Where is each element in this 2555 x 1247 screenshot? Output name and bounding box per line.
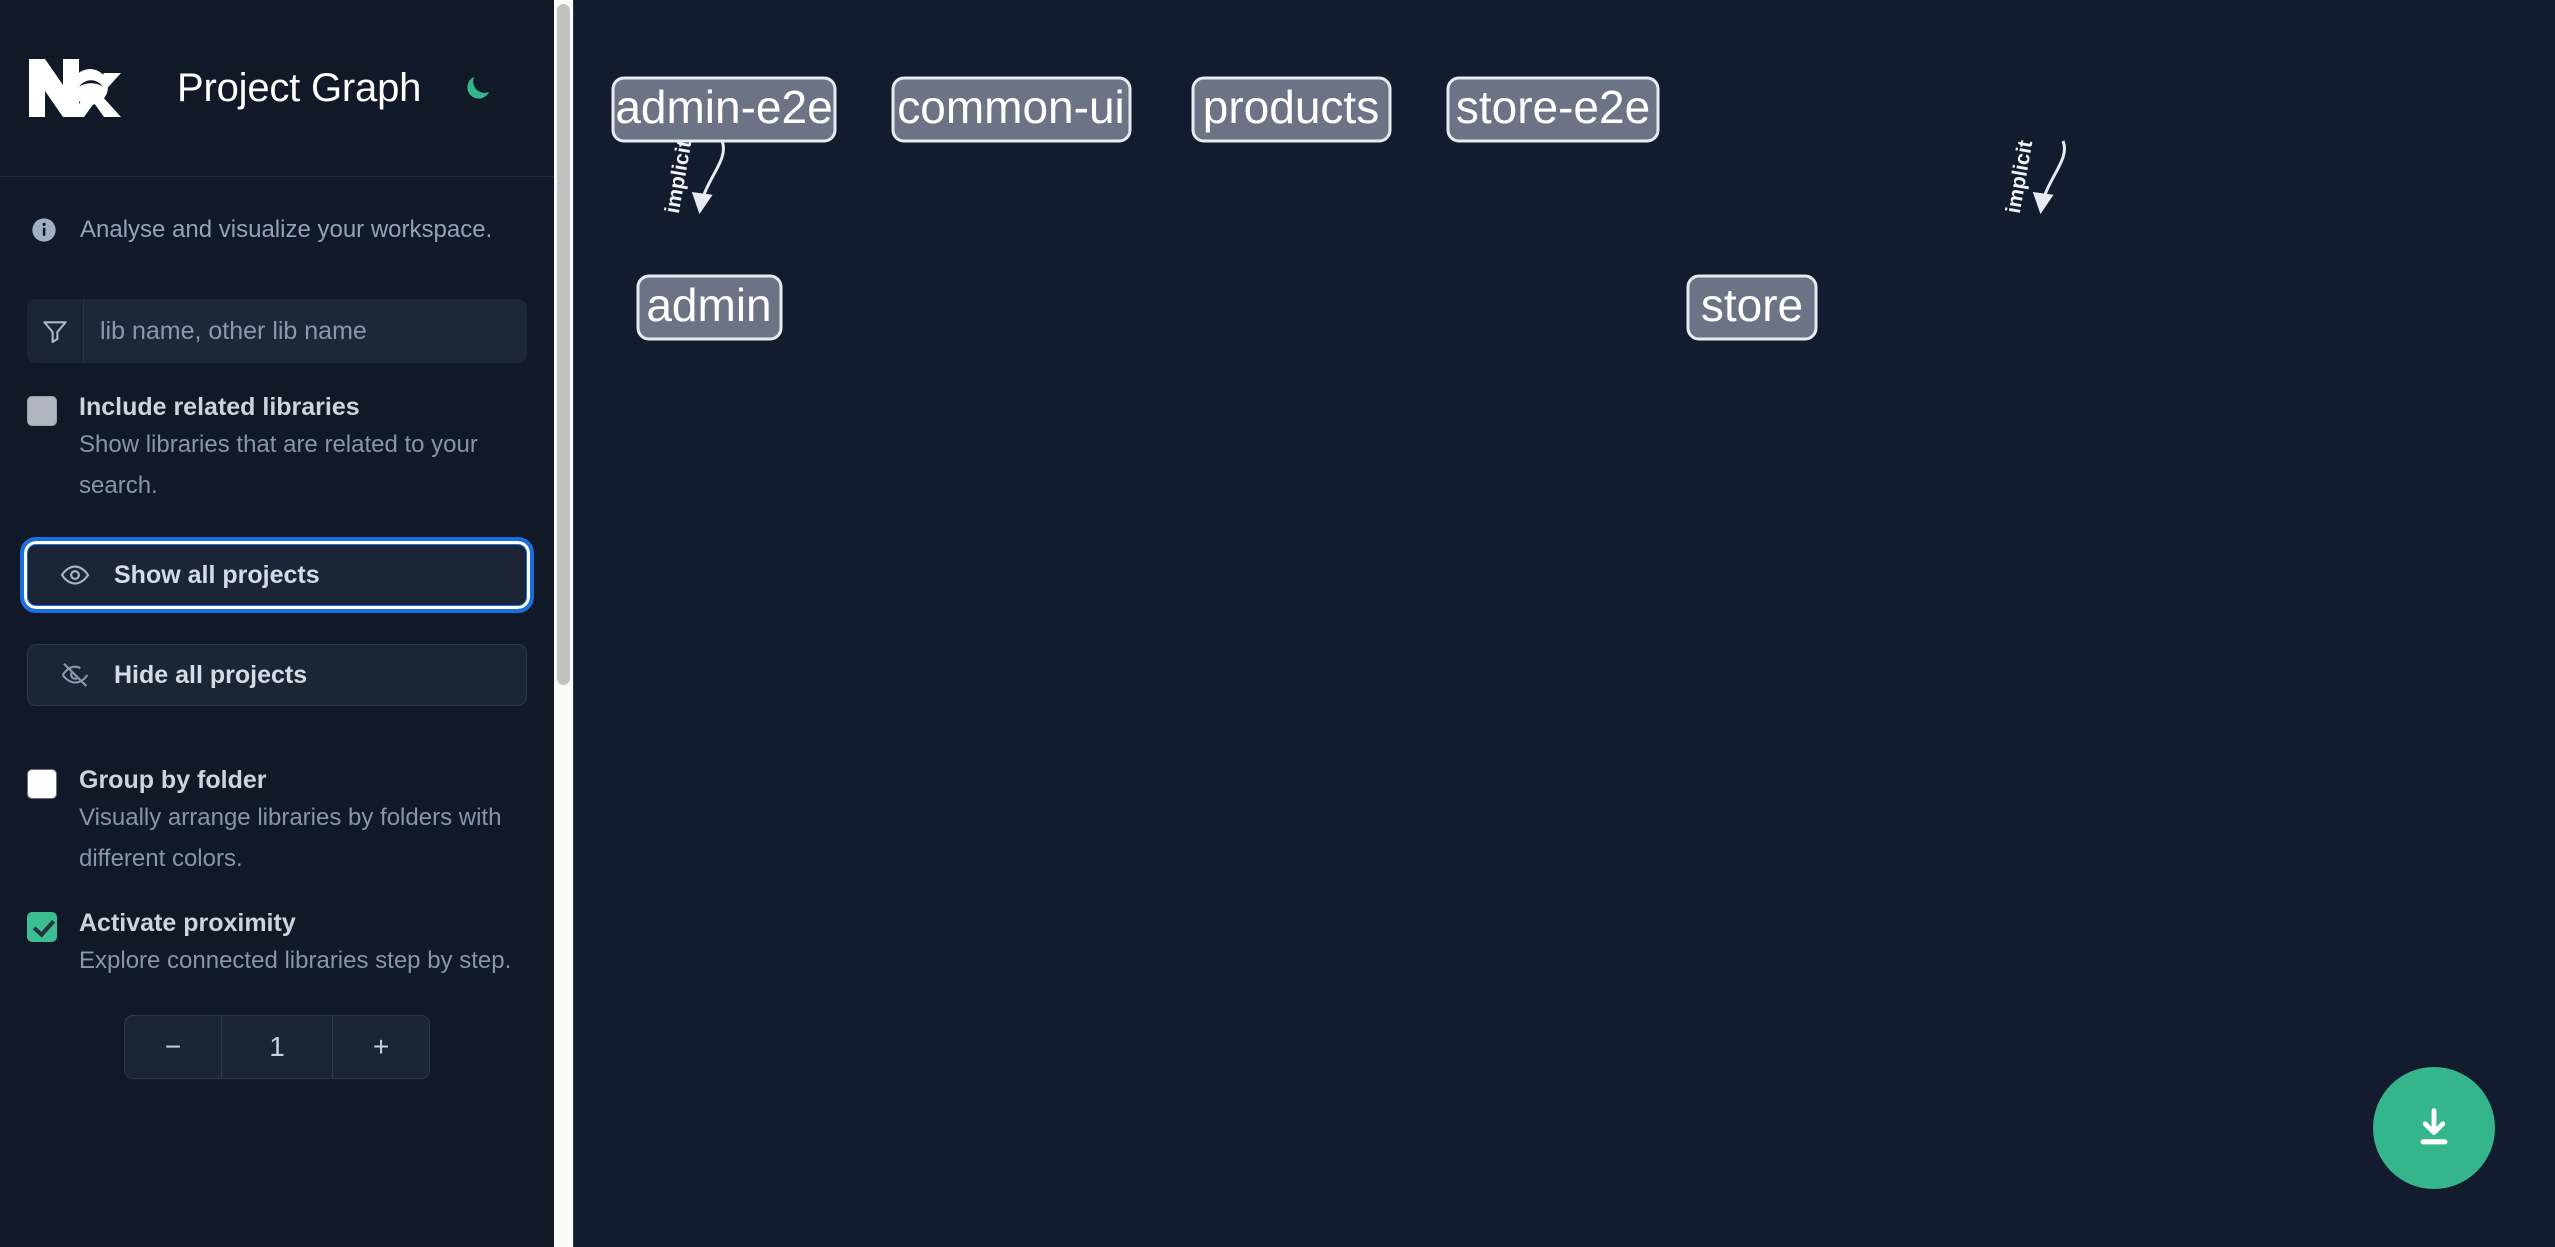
proximity-value: 1 [221,1016,333,1078]
info-row: Analyse and visualize your workspace. [0,177,554,249]
sidebar: Project Graph Analyse and visualize your… [0,0,554,1247]
option-title: Activate proximity [79,909,296,937]
option-activate-proximity[interactable]: Activate proximity Explore connected lib… [27,906,527,981]
eye-icon [58,558,92,592]
edge-label: implicit [661,139,696,215]
info-icon [30,216,58,244]
info-text: Analyse and visualize your workspace. [80,215,493,243]
nx-logo [27,57,123,119]
hide-all-projects-button[interactable]: Hide all projects [27,644,527,706]
graph-edge-store-e2e-store[interactable]: implicit [2002,139,2066,215]
eye-off-icon [58,658,92,692]
download-button[interactable] [2373,1067,2495,1189]
node-label: store [1701,279,1803,331]
node-label: admin-e2e [615,81,832,133]
graph-node-admin[interactable]: admin [636,274,783,341]
proximity-decrement-button[interactable]: − [125,1016,221,1078]
option-texts: Group by folder Visually arrange librari… [79,763,527,879]
node-label: common-ui [897,81,1125,133]
graph-edge-admin-e2e-admin[interactable]: implicit [661,139,725,215]
show-all-projects-label: Show all projects [114,560,320,589]
option-description: Explore connected libraries step by step… [79,947,512,974]
moon-icon[interactable] [459,69,497,107]
node-label: products [1203,81,1379,133]
option-texts: Include related libraries Show libraries… [79,390,527,506]
page-title: Project Graph [177,65,422,110]
filter-icon [27,299,84,363]
graph-node-products[interactable]: products [1191,76,1392,143]
option-group-by-folder[interactable]: Group by folder Visually arrange librari… [27,763,527,879]
option-title: Include related libraries [79,393,360,421]
node-label: store-e2e [1456,81,1650,133]
hide-all-projects-label: Hide all projects [114,660,308,689]
graph-node-common-ui[interactable]: common-ui [891,76,1132,143]
activate-proximity-checkbox[interactable] [27,912,57,942]
proximity-stepper-wrap: − 1 + [27,1015,527,1079]
proximity-stepper: − 1 + [124,1015,430,1079]
proximity-increment-button[interactable]: + [333,1016,429,1078]
option-description: Show libraries that are related to your … [79,431,478,499]
edge-label: implicit [2002,139,2037,215]
search-box[interactable] [27,299,527,363]
graph-node-admin-e2e[interactable]: admin-e2e [611,76,837,143]
graph-node-store-e2e[interactable]: store-e2e [1446,76,1660,143]
include-related-libraries-checkbox[interactable] [27,396,57,426]
sidebar-header: Project Graph [0,0,554,177]
option-include-related-libraries[interactable]: Include related libraries Show libraries… [27,390,527,506]
download-icon [2410,1103,2458,1154]
show-all-projects-button[interactable]: Show all projects [20,537,534,613]
option-title: Group by folder [79,766,267,794]
option-description: Visually arrange libraries by folders wi… [79,804,502,872]
graph-node-store[interactable]: store [1686,274,1818,341]
graph-canvas[interactable]: implicit implicit admin-e2e common-ui pr… [554,0,2555,1247]
search-input[interactable] [84,299,527,363]
spacer [27,706,527,736]
project-graph-svg: implicit implicit admin-e2e common-ui pr… [611,76,2066,341]
sidebar-body: Include related libraries Show libraries… [0,299,554,1079]
option-texts: Activate proximity Explore connected lib… [79,906,511,981]
node-label: admin [646,279,771,331]
sidebar-scrollbar-thumb[interactable] [557,4,570,685]
group-by-folder-checkbox[interactable] [27,769,57,799]
sidebar-divider [573,0,574,1247]
